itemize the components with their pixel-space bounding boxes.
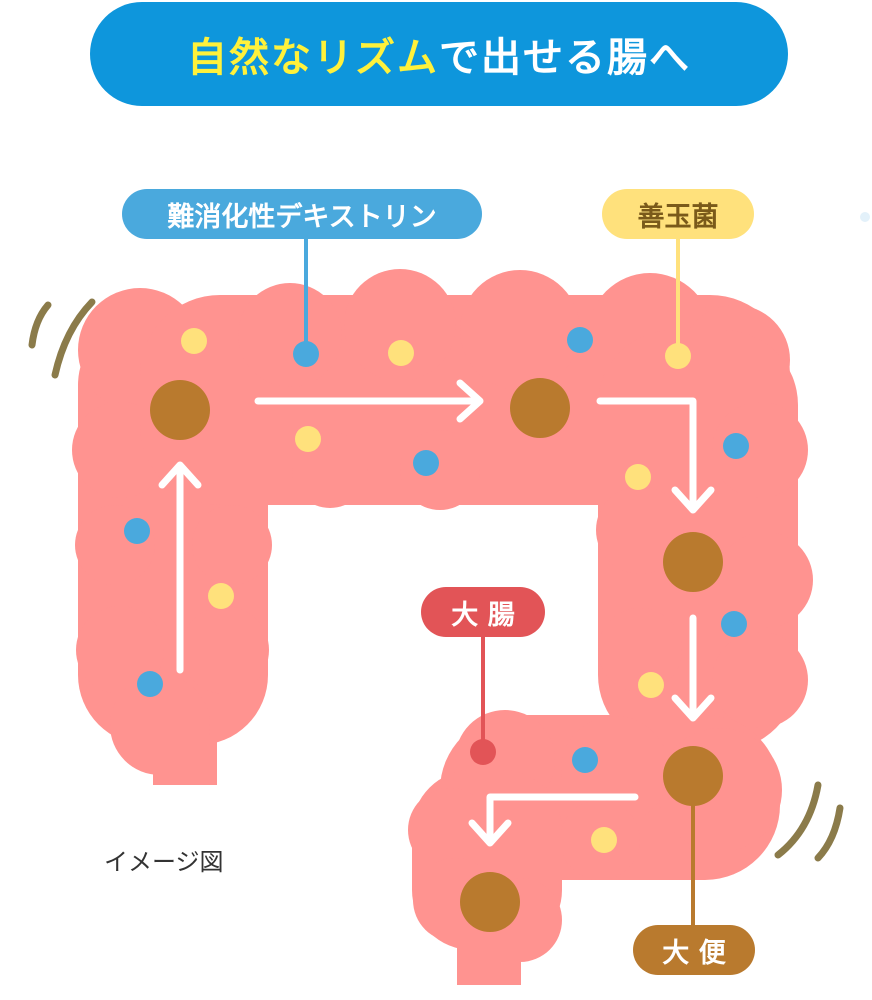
arrow-right-down: [596, 397, 715, 514]
motion-lines: [28, 298, 844, 862]
arrow-left-down: [468, 793, 639, 847]
fiber-dot: [721, 611, 747, 637]
fiber-dot: [572, 747, 598, 773]
stool-lump: [150, 380, 210, 440]
fiber-label: 難消化性デキストリン: [122, 189, 482, 239]
stool-lump: [460, 872, 520, 932]
flow-arrows: [158, 379, 715, 847]
title-rest: で出せる腸へ: [439, 35, 691, 81]
fiber-dots: [124, 212, 870, 773]
bacteria-label: 善玉菌: [602, 189, 754, 239]
leader-lines: [304, 236, 695, 925]
caption: イメージ図: [104, 848, 224, 876]
fiber-dot: [124, 518, 150, 544]
fiber-dot: [567, 327, 593, 353]
arrow-up: [158, 461, 202, 674]
title-banner: 自然なリズムで出せる腸へ: [90, 2, 788, 106]
arrow-right: [254, 379, 484, 423]
bacteria-dot: [591, 827, 617, 853]
stool-lumps: [150, 378, 723, 932]
colon-leader-dot: [470, 739, 496, 765]
fiber-dot: [723, 433, 749, 459]
bacteria-dot: [638, 672, 664, 698]
stool-lump: [663, 532, 723, 592]
fiber-dot: [293, 341, 319, 367]
bacteria-dot: [388, 340, 414, 366]
bacteria-dot: [295, 426, 321, 452]
arrow-down: [671, 614, 715, 722]
fiber-dot: [860, 212, 870, 222]
stool-label: 大 便: [633, 925, 755, 975]
bacteria-dot: [208, 583, 234, 609]
bacteria-dot: [665, 343, 691, 369]
bacteria-dot: [625, 464, 651, 490]
stool-lump: [663, 746, 723, 806]
title-highlight: 自然なリズム: [187, 35, 439, 81]
bacteria-dot: [181, 328, 207, 354]
bacteria-dots: [181, 328, 691, 853]
stool-lump: [510, 378, 570, 438]
fiber-dot: [137, 671, 163, 697]
colon-label: 大 腸: [421, 587, 545, 637]
fiber-dot: [413, 450, 439, 476]
